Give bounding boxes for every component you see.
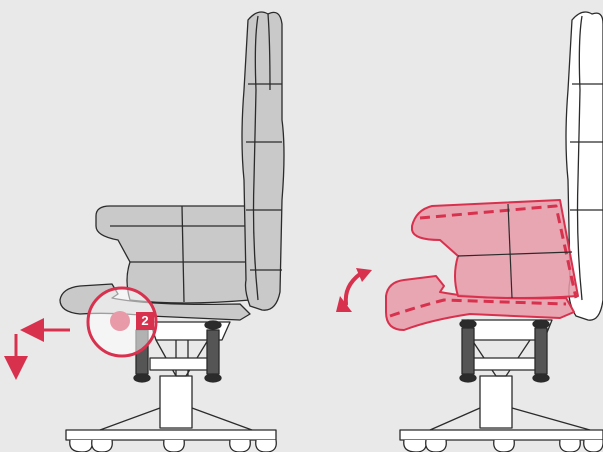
rotate-icon <box>336 268 372 312</box>
right-chair-backrest <box>565 11 603 321</box>
step-badge-label: 2 <box>141 313 149 328</box>
step-badge <box>136 312 154 330</box>
lever-knob <box>110 311 130 331</box>
right-chair-tilted-seat <box>385 199 579 331</box>
left-chair <box>59 11 285 452</box>
left-chair-base <box>65 375 277 452</box>
right-chair-base <box>399 375 603 452</box>
right-chair-mechanism <box>459 319 553 383</box>
left-chair-backrest <box>241 11 285 311</box>
